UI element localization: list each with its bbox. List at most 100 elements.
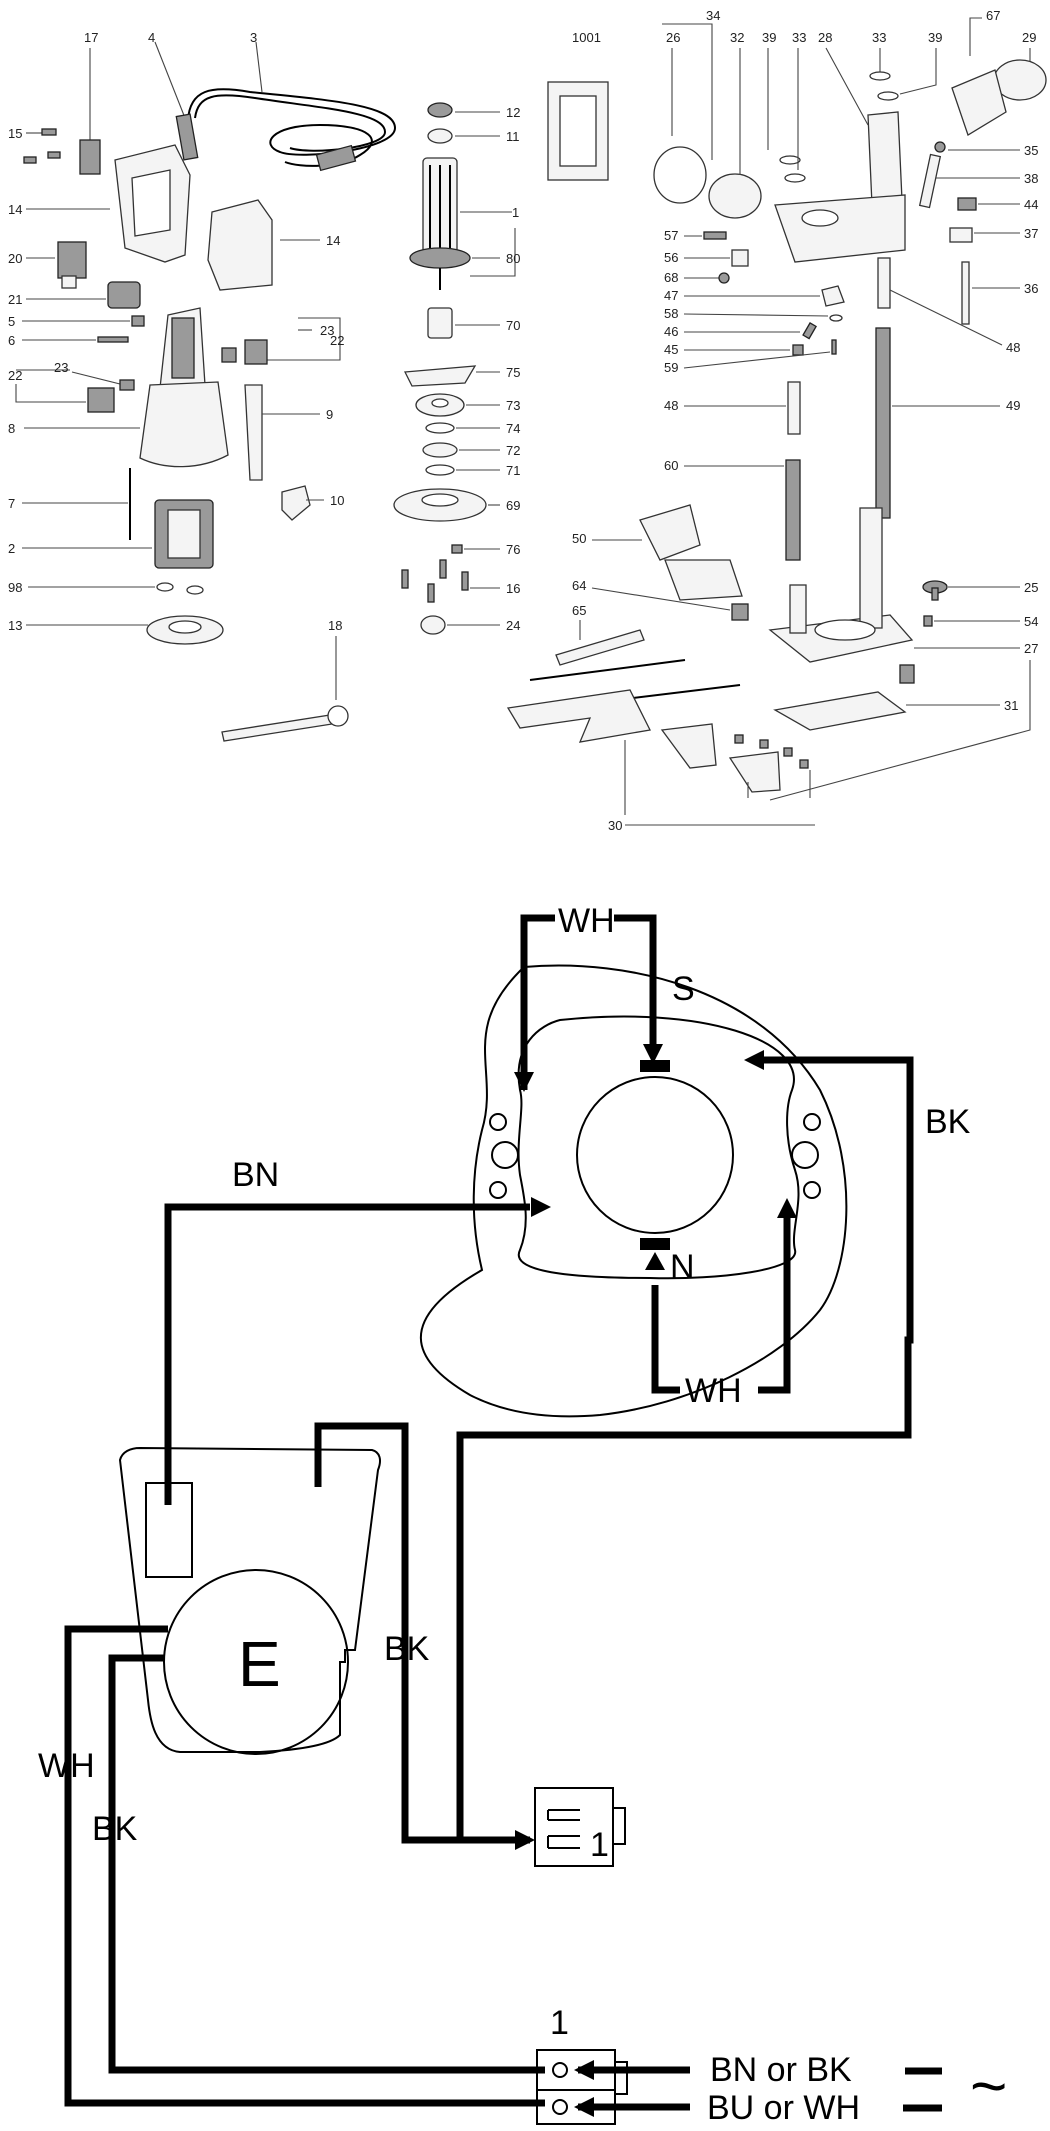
part-48-guide-columns: 48 48 [664, 257, 1020, 435]
part-50-dust-hood: 50 [572, 504, 743, 601]
part-number-4: 4 [148, 30, 155, 45]
part-49-spring: 49 [875, 327, 1020, 519]
part-80-fan: 80 [409, 247, 520, 290]
part-number-11: 11 [506, 129, 520, 144]
part-number-73: 73 [506, 398, 520, 413]
part-10-clamp: 10 [281, 485, 344, 521]
part-number-35: 35 [1024, 143, 1038, 158]
part-16-screws: 16 [401, 559, 520, 603]
part-number-3: 3 [250, 30, 257, 45]
part-8-motor-housing: 8 [8, 307, 229, 468]
mount-hole [489, 1113, 507, 1131]
part-number-56: 56 [664, 250, 678, 265]
part-number-67: 67 [986, 8, 1000, 23]
part-22-23-brush-holders: 22 23 23 22 [8, 317, 344, 413]
part-12-nut: 12 [427, 102, 520, 120]
part-number-23: 23 [54, 360, 68, 375]
wire-label-wh-bottom: WH [685, 1372, 742, 1410]
part-3-power-cord: 3 [175, 30, 397, 172]
wire-wh-left: WH [38, 1625, 545, 2107]
part-35-38-44-37-small-parts: 35 38 44 37 [918, 141, 1038, 243]
part-4-cable-grommet: 4 [148, 30, 186, 119]
part-number-1: 1 [512, 205, 519, 220]
part-1-armature: 1 [422, 157, 519, 277]
part-70-collet: 70 [427, 307, 520, 339]
part-76-screw: 76 [451, 542, 520, 557]
part-32-39-33-pieces: 32 39 33 [730, 30, 806, 183]
part-number-27: 30 [608, 818, 622, 830]
wire-label-wh-top: WH [558, 902, 615, 940]
part-number-25: 27 [1024, 641, 1038, 656]
supply-line1-label: BN or BK [710, 2051, 852, 2089]
part-14-handle-shell-right: 14 [207, 199, 340, 291]
part-number-33b: 33 [872, 30, 886, 45]
part-number-32: 32 [730, 30, 744, 45]
wire-label-bn: BN [232, 1156, 279, 1194]
part-7-cable: 7 [8, 468, 131, 540]
wire-label-bk-left: BK [92, 1810, 138, 1848]
part-98-washer: 98 [8, 580, 204, 595]
part-number-76: 76 [506, 542, 520, 557]
part-54-base-plate: 31 [773, 664, 1018, 731]
part-number-48: 48 [1006, 340, 1020, 355]
module-component [145, 1482, 193, 1578]
part-number-15: 15 [8, 126, 22, 141]
part-67-29-extraction-hood: 67 29 [951, 8, 1047, 136]
part-47-58-46-45-59-small-parts: 47 58 46 45 59 [664, 285, 845, 375]
part-number-13: 13 [8, 618, 22, 633]
part-number-46: 46 [664, 324, 678, 339]
part-number-17: 17 [84, 30, 98, 45]
part-number-2: 2 [8, 541, 15, 556]
switch-terminal: 1 [534, 1787, 626, 1867]
part-number-80: 80 [506, 251, 520, 266]
module-electrolytic [163, 1569, 349, 1755]
part-number-36: 36 [1024, 281, 1038, 296]
part-34-26-knobs: 34 26 [653, 8, 762, 219]
part-number-72: 72 [506, 443, 520, 458]
part-number-47: 47 [664, 288, 678, 303]
pole-south-shoe [640, 1060, 670, 1072]
part-5-part-6-fasteners: 5 6 [8, 314, 145, 348]
part-31-30-brackets [660, 723, 811, 798]
part-36-rod: 36 [961, 261, 1038, 325]
part-number-1001: 1001 [572, 30, 601, 45]
part-number-10: 10 [330, 493, 344, 508]
part-33-39-top-rings: 33 39 [869, 30, 942, 101]
part-64-65-fence: 64 65 [555, 578, 749, 666]
mount-hole [489, 1181, 507, 1199]
part-number-45: 45 [664, 342, 678, 357]
part-number-71: 71 [506, 463, 520, 478]
wire-label-bk-right: BK [925, 1103, 971, 1141]
part-9-depth-stop: 9 [244, 384, 333, 481]
part-number-69: 69 [506, 498, 520, 513]
part-2-field-winding: 2 [8, 499, 214, 569]
part-number-18: 18 [328, 618, 342, 633]
part-number-59: 59 [664, 360, 678, 375]
part-number-39b: 39 [928, 30, 942, 45]
part-number-23b: 23 [320, 323, 334, 338]
part-number-7: 7 [8, 496, 15, 511]
part-number-44: 44 [1024, 197, 1038, 212]
part-74-ring: 74 [425, 421, 520, 436]
part-57-56-68-screws: 57 56 68 [664, 228, 749, 285]
supply-line2-label: BU or WH [707, 2089, 860, 2127]
part-20-switch: 20 [8, 241, 87, 289]
power-inlet-terminal: 1 [536, 2004, 690, 2125]
part-number-39: 39 [762, 30, 776, 45]
part-number-57: 57 [664, 228, 678, 243]
part-number-14: 14 [8, 202, 22, 217]
part-number-64: 64 [572, 578, 586, 593]
part-69-flange: 69 [393, 488, 520, 522]
wire-wh-bottom: WH [645, 1198, 797, 1410]
part-number-5: 5 [8, 314, 15, 329]
wire-label-bk-center: BK [384, 1630, 430, 1668]
part-15-screws: 15 [8, 126, 61, 164]
part-number-50: 50 [572, 531, 586, 546]
part-number-22: 22 [8, 368, 22, 383]
part-number-33: 33 [792, 30, 806, 45]
part-number-26: 26 [666, 30, 680, 45]
part-number-28: 28 [818, 30, 832, 45]
part-number-14b: 14 [326, 233, 340, 248]
part-number-29: 29 [1022, 30, 1036, 45]
